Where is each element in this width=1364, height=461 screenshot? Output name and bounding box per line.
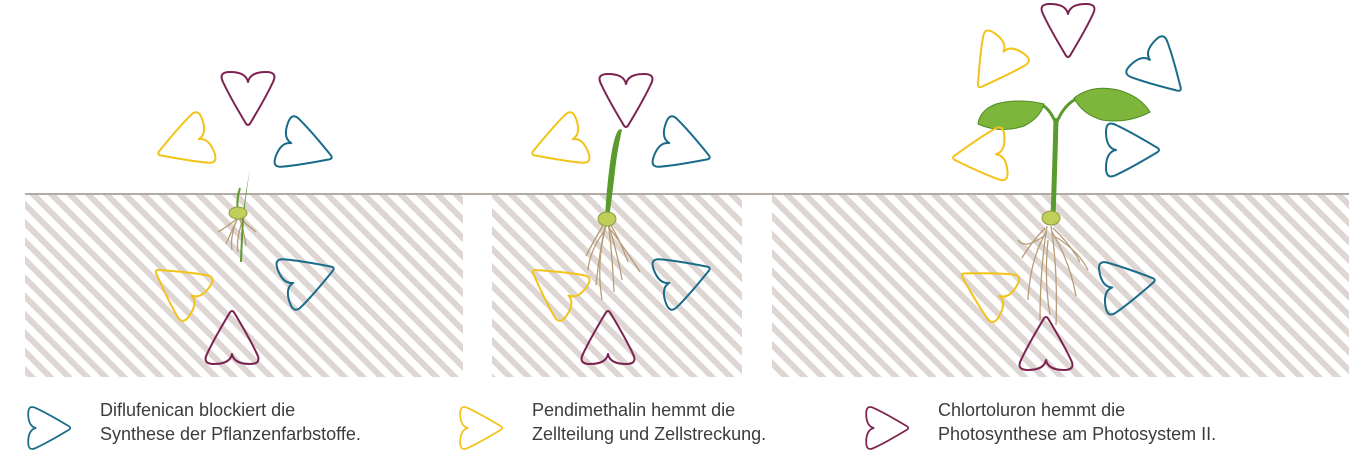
blue-molecule — [651, 115, 719, 183]
yellow-molecule — [957, 28, 1031, 102]
soil-panel-2 — [492, 195, 742, 377]
soil-panel-3 — [772, 195, 1349, 377]
yellow-molecule-icon — [456, 402, 512, 454]
purple-molecule — [600, 74, 653, 127]
legend-line-2: Photosynthese am Photosystem II. — [938, 422, 1216, 446]
yellow-molecule — [951, 127, 1008, 184]
blue-molecule-icon — [24, 402, 80, 454]
legend-line-2: Zellteilung und Zellstreckung. — [532, 422, 766, 446]
diagram-scene — [0, 0, 1364, 390]
left-leaf — [978, 101, 1044, 130]
legend-line-1: Chlortoluron hemmt die — [938, 398, 1216, 422]
yellow-molecule — [523, 111, 591, 179]
blue-molecule — [273, 115, 341, 183]
blue-molecule — [1106, 124, 1159, 177]
legend-line-2: Synthese der Pflanzenfarbstoffe. — [100, 422, 361, 446]
legend-line-1: Diflufenican blockiert die — [100, 398, 361, 422]
purple-molecule-icon — [862, 402, 918, 454]
yellow-molecule — [149, 111, 217, 179]
purple-molecule — [222, 72, 275, 125]
right-leaf — [1074, 88, 1150, 121]
purple-molecule — [1042, 4, 1095, 57]
legend-line-1: Pendimethalin hemmt die — [532, 398, 766, 422]
